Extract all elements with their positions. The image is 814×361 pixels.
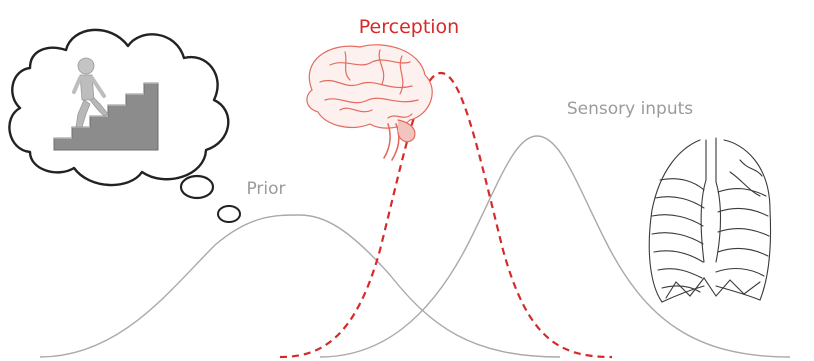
lungs-icon [648, 137, 772, 303]
brain-icon [306, 44, 433, 161]
sensory-inputs-label: Sensory inputs [567, 99, 693, 119]
thought-bubble-icon [8, 28, 241, 223]
perception-label: Perception [359, 16, 459, 38]
figure-climbing-stairs-icon [53, 57, 159, 151]
prior-curve [39, 214, 561, 358]
prior-label: Prior [246, 179, 285, 199]
perception-curve [279, 71, 613, 359]
sensory-inputs-curve [319, 135, 791, 358]
